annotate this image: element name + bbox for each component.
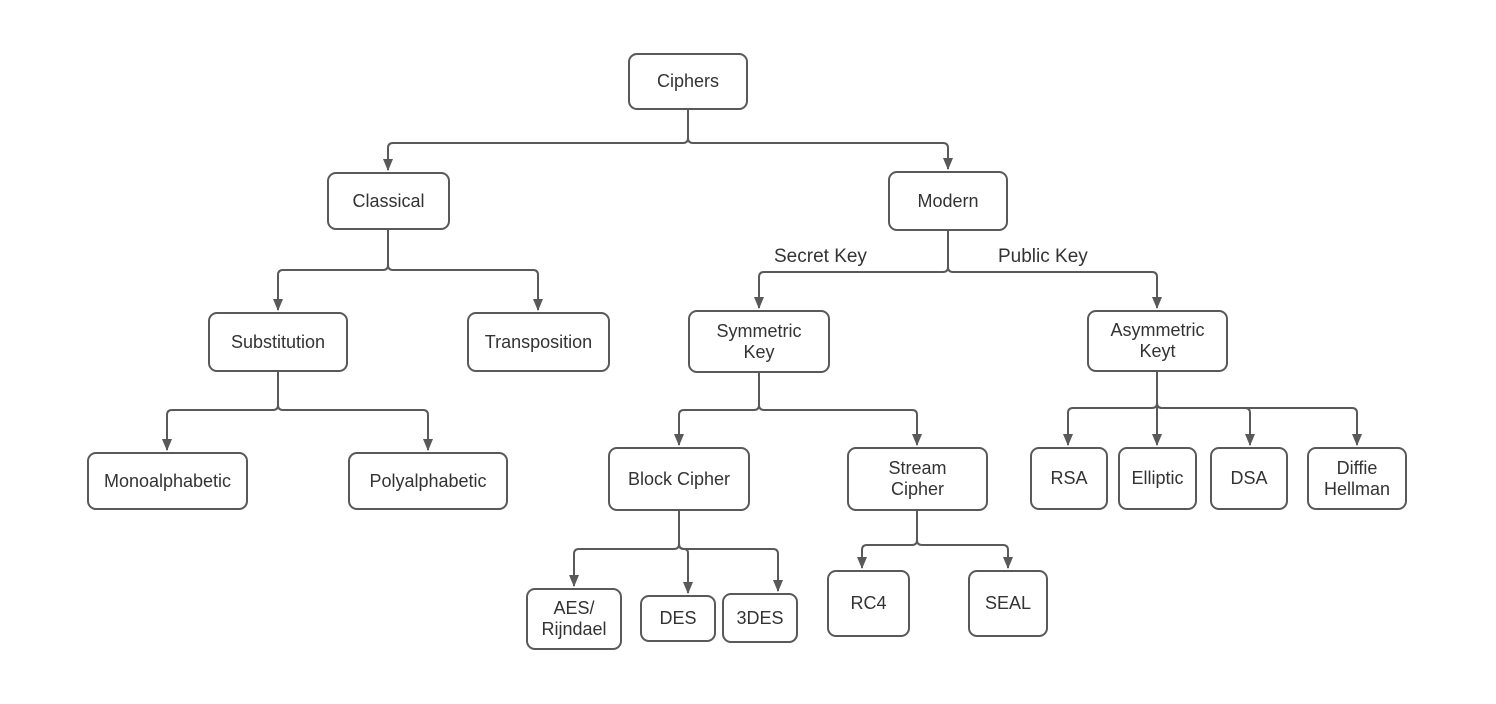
node-monoalphabetic: Monoalphabetic (87, 452, 248, 510)
node-asymmetric-keyt: Asymmetric Keyt (1087, 310, 1228, 372)
edge-asymmetric-rsa (1063, 372, 1158, 446)
node-diffie-hellman: Diffie Hellman (1307, 447, 1407, 510)
node-transposition: Transposition (467, 312, 610, 372)
node-des: DES (640, 595, 716, 642)
edge-modern-symmetric-key (754, 231, 949, 309)
node-dsa: DSA (1210, 447, 1288, 510)
node-3des: 3DES (722, 593, 798, 643)
node-rsa: RSA (1030, 447, 1108, 510)
edge-substitution-polyalphabetic (277, 378, 433, 451)
edge-symmetric-block-cipher (674, 373, 760, 446)
node-aes-rijndael: AES/ Rijndael (526, 588, 622, 650)
edge-classical-transposition (387, 238, 543, 311)
node-rc4: RC4 (827, 570, 910, 637)
edge-classical-substitution (273, 230, 389, 311)
node-ciphers: Ciphers (628, 53, 748, 110)
edge-block-aes-rijndael (569, 511, 680, 587)
edge-ciphers-modern (687, 120, 953, 170)
edge-block-des (678, 511, 693, 594)
node-modern: Modern (888, 171, 1008, 231)
edge-stream-seal (916, 515, 1013, 569)
node-classical: Classical (327, 172, 450, 230)
edge-block-3des (678, 515, 783, 592)
node-polyalphabetic: Polyalphabetic (348, 452, 508, 510)
node-substitution: Substitution (208, 312, 348, 372)
edge-label-secret-key: Secret Key (772, 246, 869, 267)
edge-ciphers-classical (383, 110, 689, 171)
node-seal: SEAL (968, 570, 1048, 637)
edge-substitution-monoalphabetic (162, 372, 279, 451)
edge-asymmetric-diffie-hellman (1156, 376, 1362, 446)
node-block-cipher: Block Cipher (608, 447, 750, 511)
node-symmetric-key: Symmetric Key (688, 310, 830, 373)
edge-asymmetric-dsa (1156, 376, 1255, 446)
edge-stream-rc4 (857, 511, 918, 569)
node-stream-cipher: Stream Cipher (847, 447, 988, 511)
edge-symmetric-stream-cipher (758, 378, 922, 446)
node-elliptic: Elliptic (1118, 447, 1197, 510)
edge-label-public-key: Public Key (996, 246, 1090, 267)
